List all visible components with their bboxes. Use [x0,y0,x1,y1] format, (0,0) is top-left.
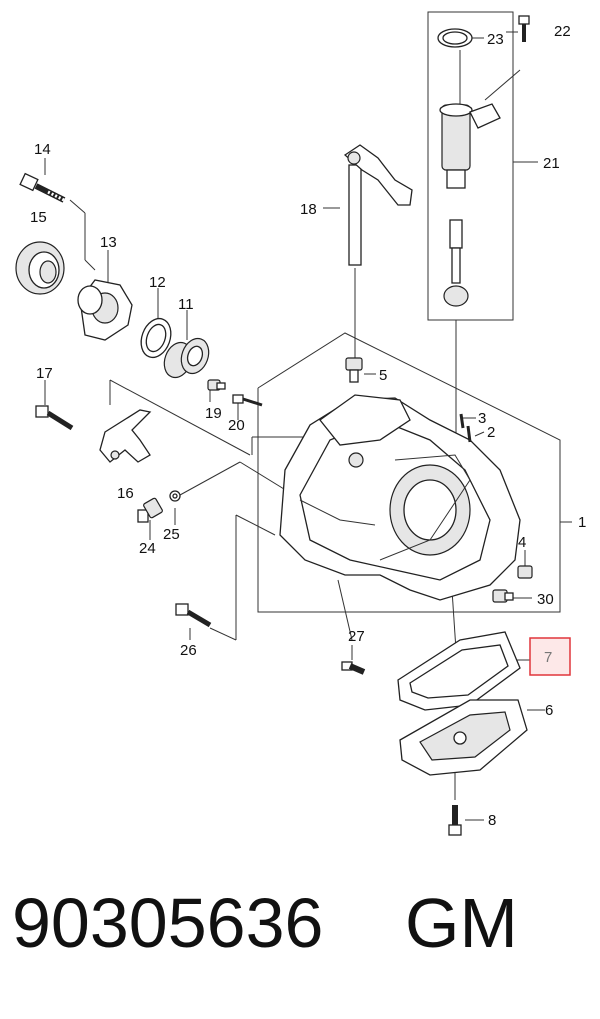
bolt-17 [35,405,74,431]
callout-23[interactable]: 23 [487,31,504,48]
callout-15[interactable]: 15 [30,209,47,226]
callout-19[interactable]: 19 [205,405,222,422]
callout-5[interactable]: 5 [379,367,387,384]
callout-24[interactable]: 24 [139,540,156,557]
bolt-27 [341,661,366,675]
plug-19 [207,379,226,391]
exploded-parts-diagram: 1 2 3 4 5 6 7 8 11 12 13 14 15 16 17 18 … [15,11,586,836]
leader-lines [44,11,572,821]
callout-30[interactable]: 30 [537,591,554,608]
callout-27[interactable]: 27 [348,628,365,645]
plug-4 [517,565,533,579]
callout-20[interactable]: 20 [228,417,245,434]
callout-7-highlight[interactable]: 7 [529,637,571,676]
washer-25 [169,490,181,502]
drain-bolt-8 [448,805,462,836]
part-number: 90305636 [12,884,324,962]
o-ring-23 [437,28,473,48]
callout-16[interactable]: 16 [117,485,134,502]
callout-12[interactable]: 12 [149,274,166,291]
bolt-14 [19,172,66,203]
callout-1[interactable]: 1 [578,514,586,531]
callout-25[interactable]: 25 [163,526,180,543]
callout-22[interactable]: 22 [554,23,571,40]
bolt-2 [466,425,472,443]
bearing-11 [163,337,210,379]
seal-15 [15,241,65,295]
transaxle-housing-1 [279,394,521,601]
callout-6[interactable]: 6 [545,702,553,719]
bolt-3 [459,413,465,429]
bearing-retainer-13 [77,279,133,341]
callout-21[interactable]: 21 [543,155,560,172]
plug-5 [345,357,363,383]
brand-name: GM [405,884,518,962]
callout-4[interactable]: 4 [518,534,526,551]
callout-26[interactable]: 26 [180,642,197,659]
callout-11[interactable]: 11 [178,296,194,313]
callout-3[interactable]: 3 [478,410,486,427]
shift-lever-16 [99,409,152,463]
callout-13[interactable]: 13 [100,234,117,251]
callout-labels: 1 2 3 4 5 6 7 8 11 12 13 14 15 16 17 18 … [30,23,586,829]
bolt-26 [175,603,212,628]
speedometer-assembly-21 [439,103,501,307]
callout-8[interactable]: 8 [488,812,496,829]
bolt-22 [518,15,530,42]
oil-pan-6 [399,699,528,776]
pin-20 [232,394,263,407]
plug-30 [492,589,514,603]
shim-12 [140,317,172,359]
callout-17[interactable]: 17 [36,365,53,382]
shift-shaft-18 [343,144,413,266]
gasket-7 [397,631,521,711]
callout-7[interactable]: 7 [544,649,552,666]
callout-18[interactable]: 18 [300,201,317,218]
callout-2[interactable]: 2 [487,424,495,441]
callout-14[interactable]: 14 [34,141,51,158]
sensor-24 [137,497,163,523]
